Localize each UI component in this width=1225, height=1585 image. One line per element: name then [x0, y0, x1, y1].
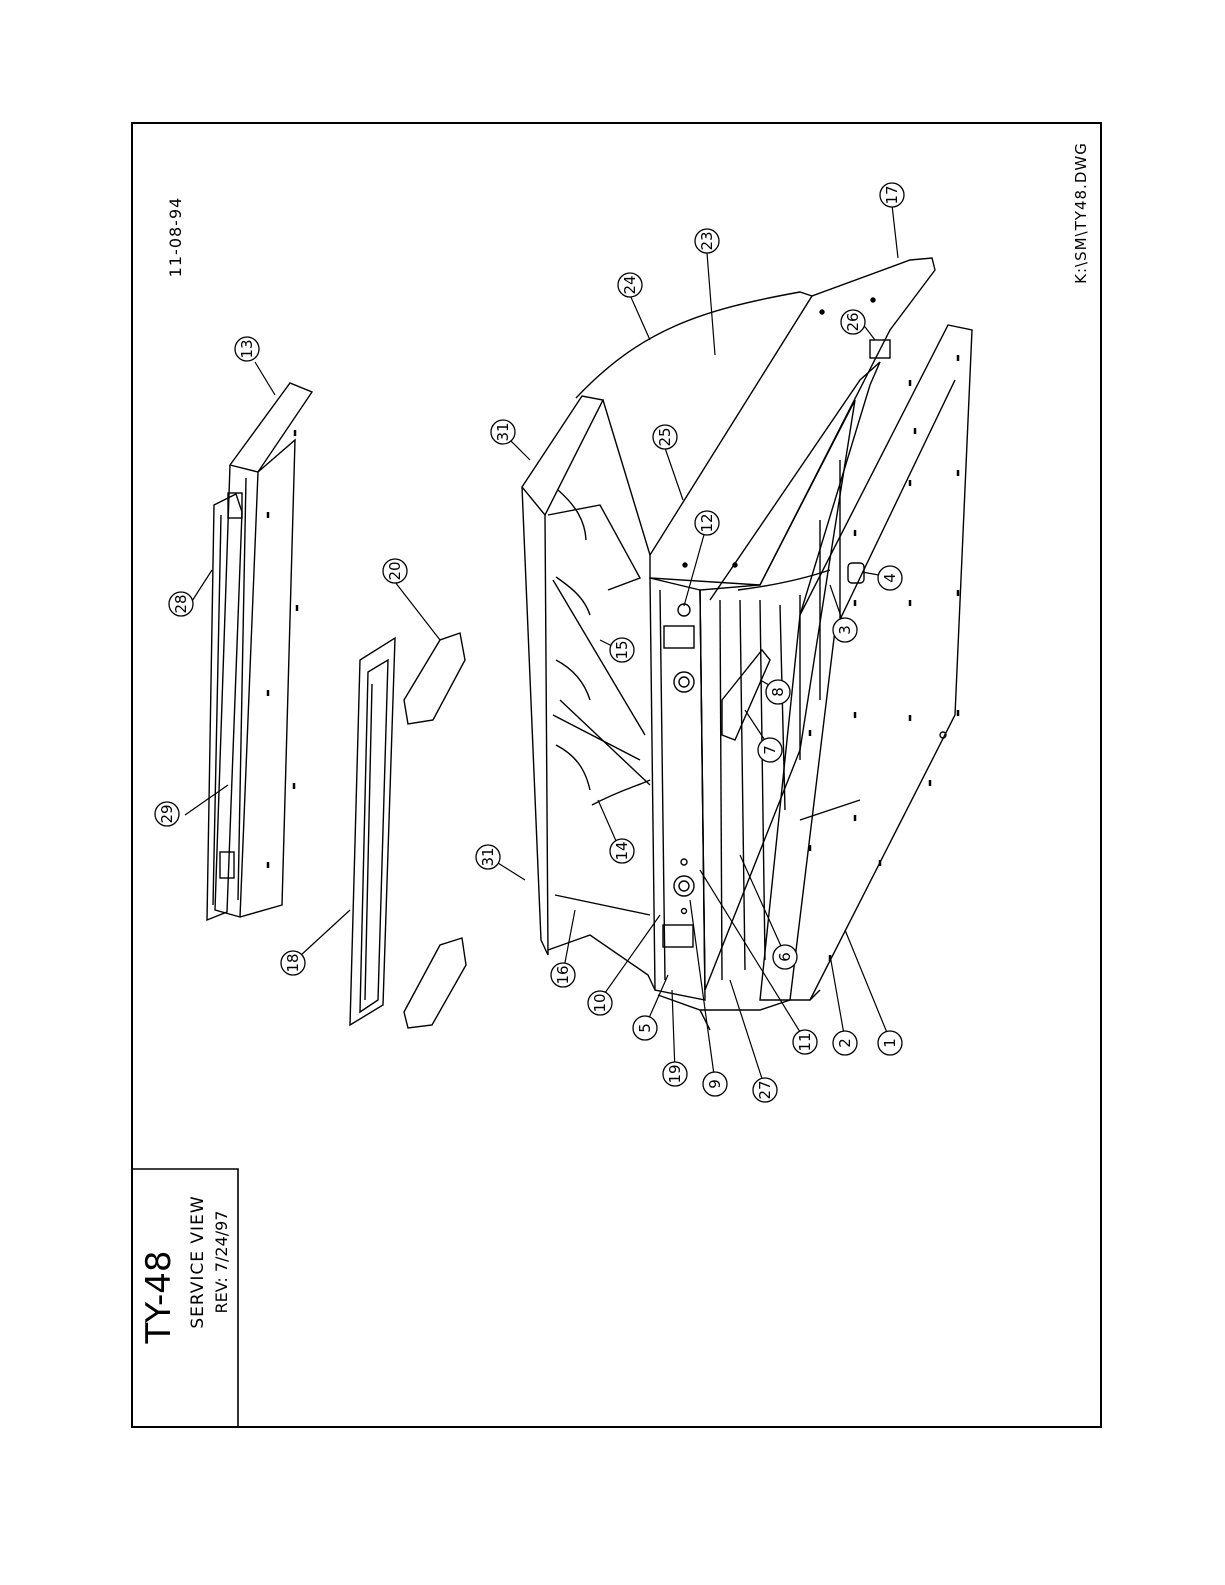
callout-label: 8: [769, 687, 787, 697]
callout-label: 3: [836, 625, 854, 635]
callout-label: 9: [706, 1079, 724, 1089]
callout-label: 4: [881, 573, 899, 583]
callout-label: 5: [636, 1023, 654, 1033]
callout-label: 18: [284, 953, 302, 972]
callout-label: 31: [479, 847, 497, 866]
view-title: SERVICE VIEW: [188, 1195, 208, 1328]
model-title: TY-48: [139, 1250, 179, 1344]
callout-label: 10: [591, 993, 609, 1012]
callout-label: 2: [836, 1038, 854, 1048]
callout-label: 14: [613, 841, 631, 860]
callout-label: 15: [613, 640, 631, 659]
callout-label: 29: [158, 804, 176, 823]
callout-label: 13: [238, 339, 256, 358]
display-case-assembly: [207, 258, 972, 1030]
callout-label: 19: [666, 1064, 684, 1083]
callout-label: 7: [761, 745, 779, 755]
callout-label: 24: [621, 275, 639, 294]
callout-label: 20: [386, 561, 404, 580]
callout-label: 11: [796, 1032, 814, 1051]
callout-label: 31: [494, 422, 512, 441]
drawing-date: 11-08-94: [166, 197, 185, 278]
callout-bubbles: [155, 183, 904, 1102]
callout-label: 25: [656, 427, 674, 446]
callout-label: 23: [698, 231, 716, 250]
drawing-border: [132, 123, 1101, 1427]
callout-label: 1: [881, 1038, 899, 1048]
callout-label: 16: [554, 965, 572, 984]
revision-date: REV: 7/24/97: [212, 1210, 231, 1313]
callout-label: 26: [844, 312, 862, 331]
callout-label: 17: [883, 185, 901, 204]
callout-label: 12: [698, 513, 716, 532]
callout-label: 27: [756, 1080, 774, 1099]
callout-label: 28: [172, 594, 190, 613]
callout-label: 6: [776, 952, 794, 962]
file-path: K:\SM\TY48.DWG: [1072, 142, 1090, 284]
